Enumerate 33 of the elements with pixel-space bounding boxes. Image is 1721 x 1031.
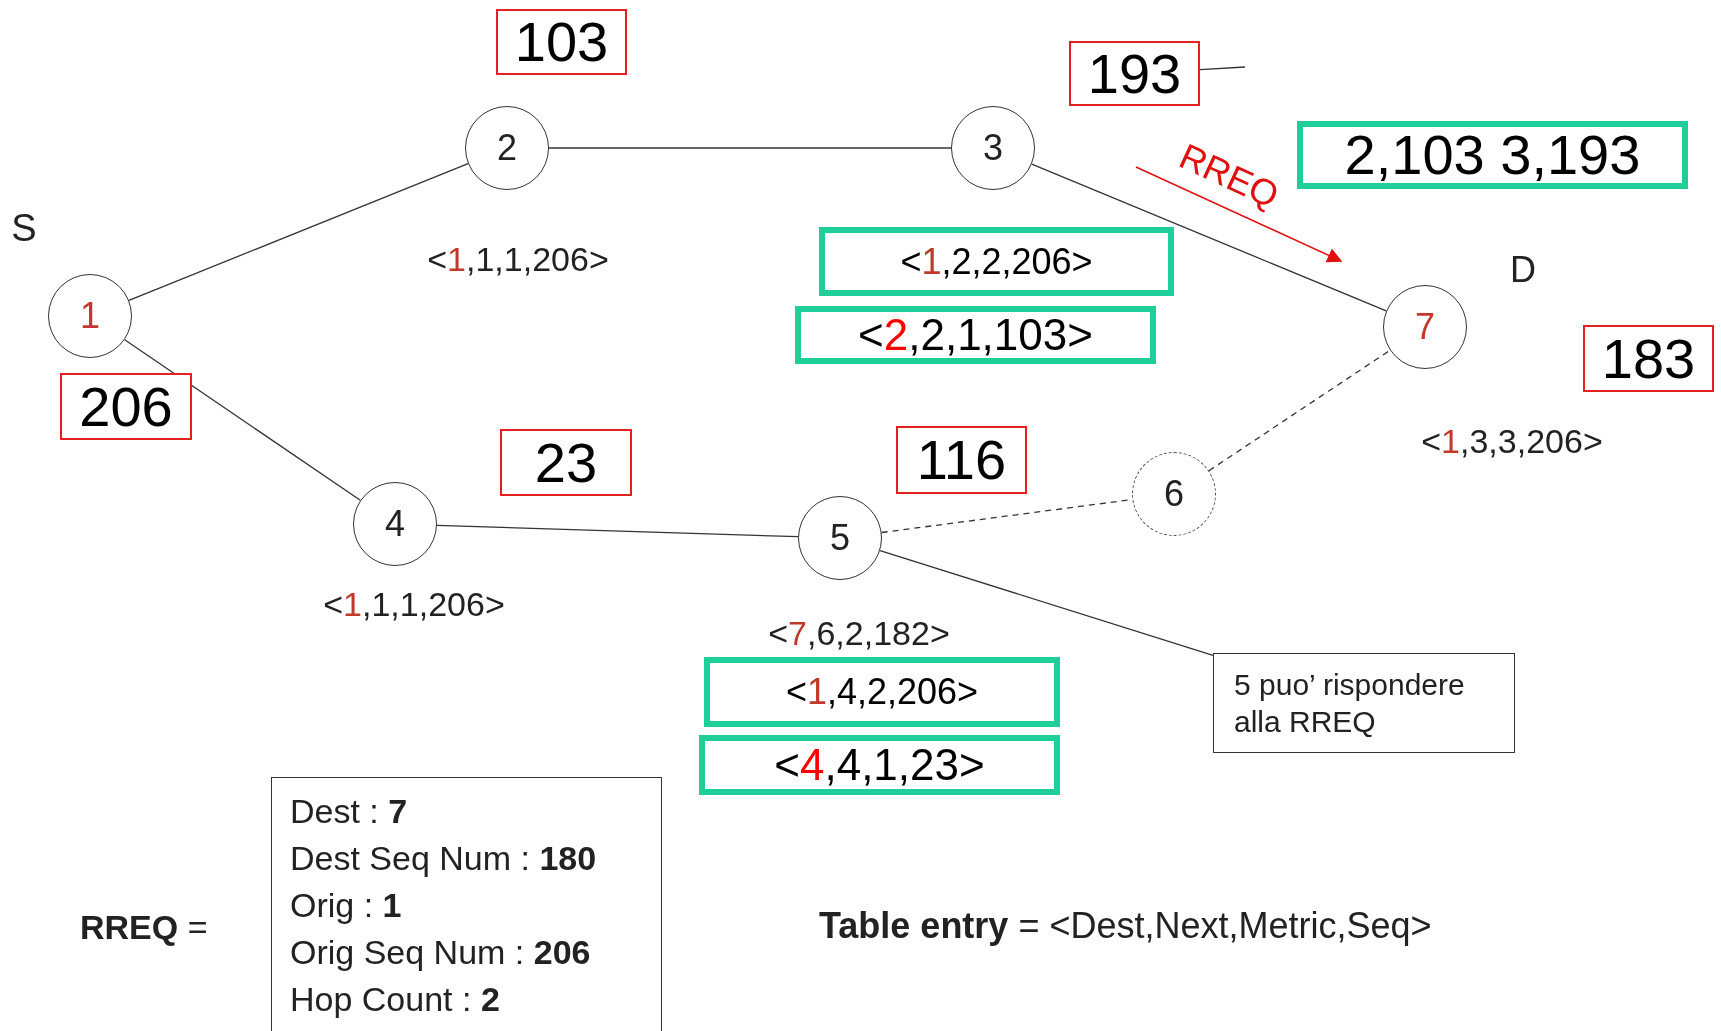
link-line [124, 339, 361, 501]
route-entry-box: <1,2,2,206> [819, 227, 1174, 296]
route-entry: <1,1,1,206> [427, 242, 609, 276]
route-entry-box: <2,2,1,103> [795, 306, 1156, 364]
route-entry-box: <1,4,2,206> [704, 657, 1060, 727]
node-label: S [11, 209, 37, 247]
route-entry: <1,1,1,206> [323, 587, 505, 621]
link-line [1208, 349, 1391, 472]
field-text: Orig : 1 [290, 885, 403, 926]
value-box: 206 [60, 373, 192, 440]
value-box: 23 [500, 429, 632, 496]
node-label: D [1510, 252, 1536, 288]
field-text: Dest Seq Num : 180 [290, 838, 598, 879]
note-box: 5 puo’ rispondere alla RREQ [1213, 653, 1515, 753]
link-line [128, 163, 469, 301]
route-entry: <7,6,2,182> [768, 616, 950, 650]
field-text: Hop Count : 2 [290, 979, 501, 1020]
value-box: 183 [1583, 325, 1714, 392]
value-box: 103 [496, 9, 627, 75]
message-box [271, 777, 662, 1031]
line [1199, 66, 1246, 71]
formula-label: RREQ = [80, 910, 208, 944]
link-line [1031, 163, 1387, 312]
value-box: 116 [896, 426, 1027, 494]
formula-label: Table entry = <Dest,Next,Metric,Seq> [819, 908, 1432, 944]
route-entry-box: <4,4,1,23> [699, 735, 1060, 795]
field-text: Orig Seq Num : 206 [290, 932, 592, 973]
value-box: 193 [1069, 41, 1200, 106]
link-line [436, 524, 799, 538]
link-line [548, 147, 952, 149]
route-entry-box: 2,103 3,193 [1297, 121, 1688, 189]
route-entry: <1,3,3,206> [1421, 424, 1603, 458]
field-text: Dest : 7 [290, 791, 409, 832]
